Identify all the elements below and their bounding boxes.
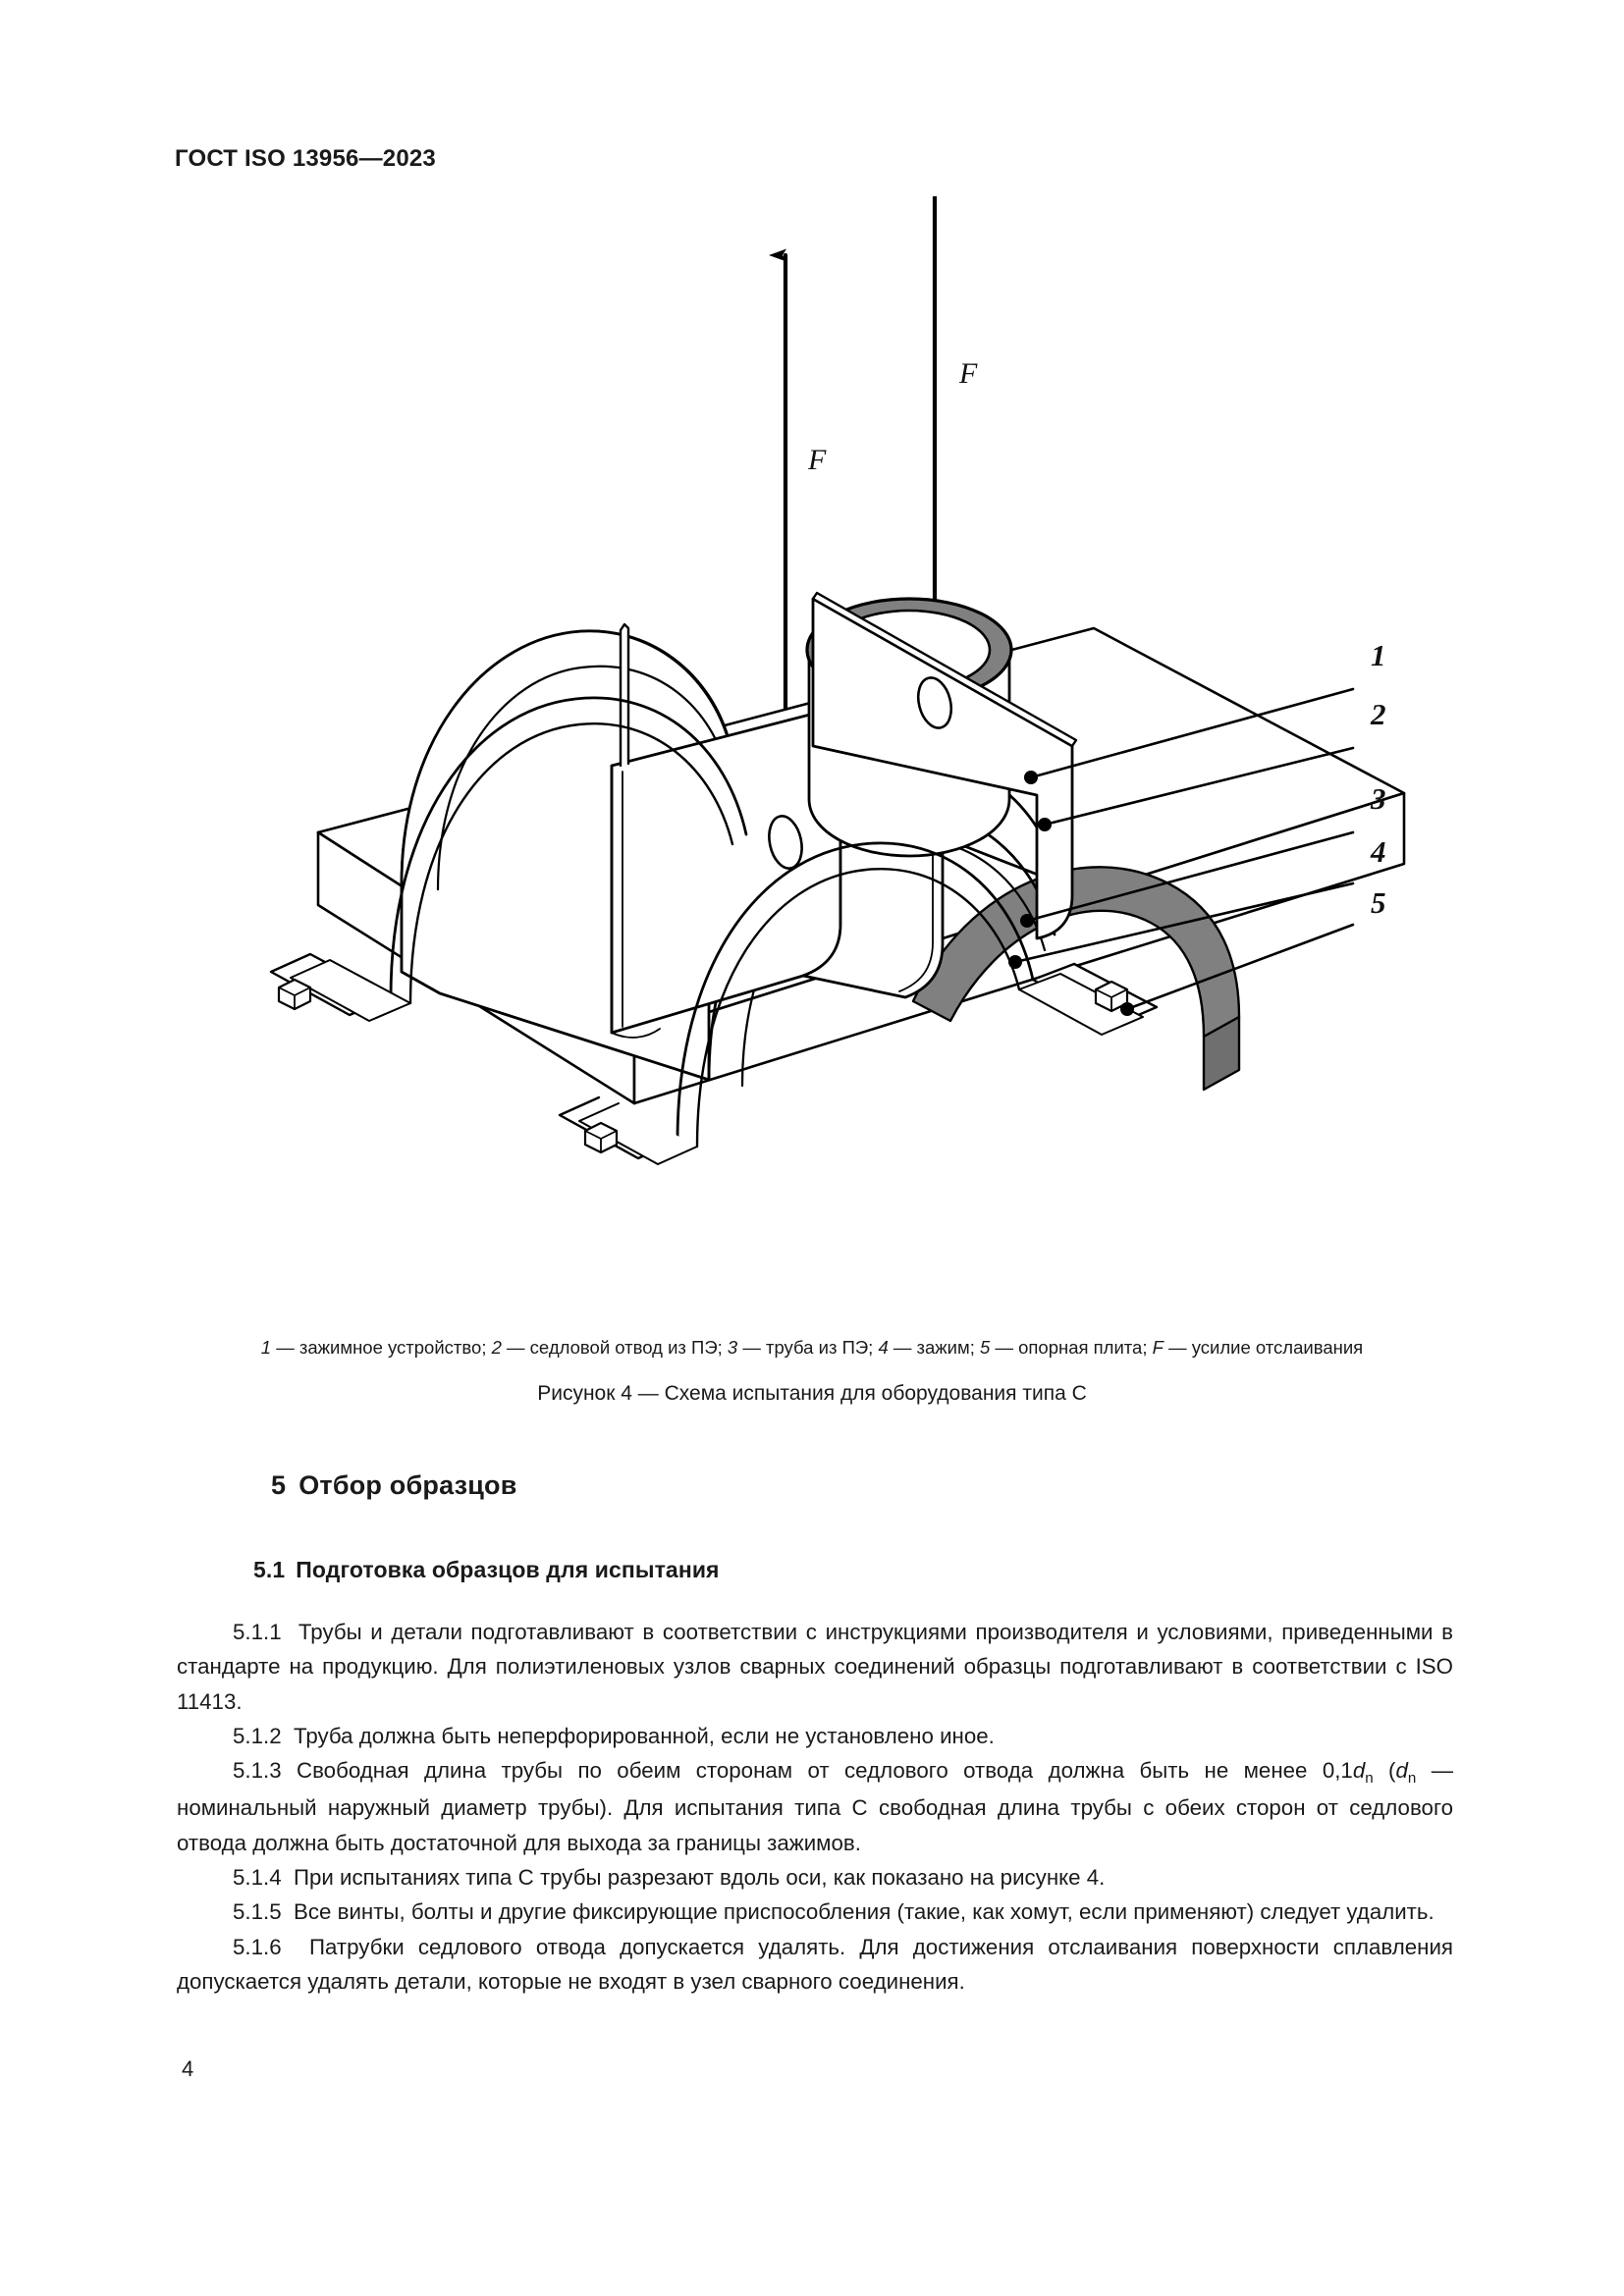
paragraph-5-1-6: 5.1.6 Патрубки седлового отвода допускае… xyxy=(177,1930,1453,2000)
section-heading-5: 5 Отбор образцов xyxy=(271,1470,517,1501)
clamp-eyelet-right xyxy=(916,676,953,729)
symbol-d-1: d xyxy=(1352,1758,1366,1784)
legend-num-4: 4 xyxy=(878,1337,889,1358)
legend-text-4: — зажим; xyxy=(888,1337,981,1358)
paragraph-body-5-1-2: Труба должна быть неперфорированной, есл… xyxy=(293,1723,995,1748)
paragraph-body-5-1-5: Все винты, болты и другие фиксирующие пр… xyxy=(293,1899,1435,1925)
paragraph-5-1-4: 5.1.4 При испытаниях типа С трубы разрез… xyxy=(177,1860,1453,1895)
subsection-number: 5.1 xyxy=(253,1557,286,1582)
body-text: 5.1.1 Трубы и детали подготавливают в со… xyxy=(177,1615,1453,1999)
callout-2: 2 xyxy=(1370,697,1386,731)
clamp-eyelet-left xyxy=(768,815,803,870)
callout-5: 5 xyxy=(1371,885,1386,920)
paragraph-5-1-1: 5.1.1 Трубы и детали подготавливают в со… xyxy=(177,1615,1453,1719)
paragraph-5-1-5: 5.1.5 Все винты, болты и другие фиксирую… xyxy=(177,1895,1453,1929)
legend-num-1: 1 xyxy=(260,1337,272,1358)
paragraph-body-5-1-3-b: ( xyxy=(1373,1758,1396,1784)
force-label-right: F xyxy=(958,357,978,390)
paragraph-number-5-1-6: 5.1.6 xyxy=(233,1934,282,1959)
clamp-strap-left xyxy=(269,696,748,1022)
callout-dots xyxy=(1008,771,1134,1016)
callout-leader-lines xyxy=(1013,687,1355,1011)
bolt-left xyxy=(277,978,312,1011)
section-number: 5 xyxy=(271,1470,287,1500)
paragraph-number-5-1-2: 5.1.2 xyxy=(233,1723,282,1748)
paragraph-number-5-1-5: 5.1.5 xyxy=(233,1899,282,1925)
paragraph-5-1-3: 5.1.3 Свободная длина трубы по обеим сто… xyxy=(177,1753,1453,1860)
paragraph-number-5-1-1: 5.1.1 xyxy=(233,1620,282,1644)
paragraph-number-5-1-4: 5.1.4 xyxy=(233,1865,282,1891)
legend-num-5: 5 xyxy=(980,1337,991,1358)
symbol-d-subscript-2: n xyxy=(1407,1769,1417,1787)
subsection-heading-5-1: 5.1 Подготовка образцов для испытания xyxy=(253,1557,720,1583)
legend-text-1: — зажимное устройство; xyxy=(271,1337,492,1358)
paragraph-number-5-1-3: 5.1.3 xyxy=(233,1758,282,1784)
section-title: Отбор образцов xyxy=(298,1470,517,1500)
callout-4: 4 xyxy=(1370,834,1386,869)
symbol-d-2: d xyxy=(1395,1758,1408,1784)
legend-text-2: — седловой отвод из ПЭ; xyxy=(501,1337,728,1358)
legend-num-3: 3 xyxy=(727,1337,738,1358)
figure-4-illustration: F F 1 2 3 4 5 xyxy=(0,196,1624,1335)
symbol-d-subscript-1: n xyxy=(1365,1769,1374,1787)
legend-text-f: — усилие отслаивания xyxy=(1163,1337,1364,1358)
callout-3: 3 xyxy=(1370,781,1386,816)
force-label-left: F xyxy=(807,444,827,476)
paragraph-5-1-2: 5.1.2 Труба должна быть неперфорированно… xyxy=(177,1719,1453,1753)
figure-legend: 1 — зажимное устройство; 2 — седловой от… xyxy=(0,1336,1624,1360)
paragraph-body-5-1-3-c: — номинальный наружный диаметр трубы). Д… xyxy=(177,1758,1454,1855)
paragraph-body-5-1-4: При испытаниях типа С трубы разрезают вд… xyxy=(293,1865,1106,1891)
running-header: ГОСТ ISO 13956—2023 xyxy=(175,145,436,172)
figure-caption: Рисунок 4 — Схема испытания для оборудов… xyxy=(537,1382,1087,1405)
subsection-title: Подготовка образцов для испытания xyxy=(296,1557,720,1582)
figure-4-svg: F F 1 2 3 4 5 xyxy=(269,196,1406,1165)
legend-num-2: 2 xyxy=(491,1337,502,1358)
legend-sym-f: F xyxy=(1152,1337,1164,1358)
paragraph-body-5-1-6: Патрубки седлового отвода допускается уд… xyxy=(177,1934,1454,1994)
paragraph-body-5-1-3-a: Свободная длина трубы по обеим сторонам … xyxy=(296,1758,1353,1784)
callout-1: 1 xyxy=(1371,638,1386,672)
clamping-device xyxy=(619,591,1078,940)
legend-text-5: — опорная плита; xyxy=(990,1337,1153,1358)
page-number: 4 xyxy=(182,2056,194,2081)
paragraph-body-5-1-1: Трубы и детали подготавливают в соответс… xyxy=(177,1620,1454,1714)
legend-text-3: — труба из ПЭ; xyxy=(737,1337,879,1358)
bolt-right-foot xyxy=(583,1121,619,1154)
